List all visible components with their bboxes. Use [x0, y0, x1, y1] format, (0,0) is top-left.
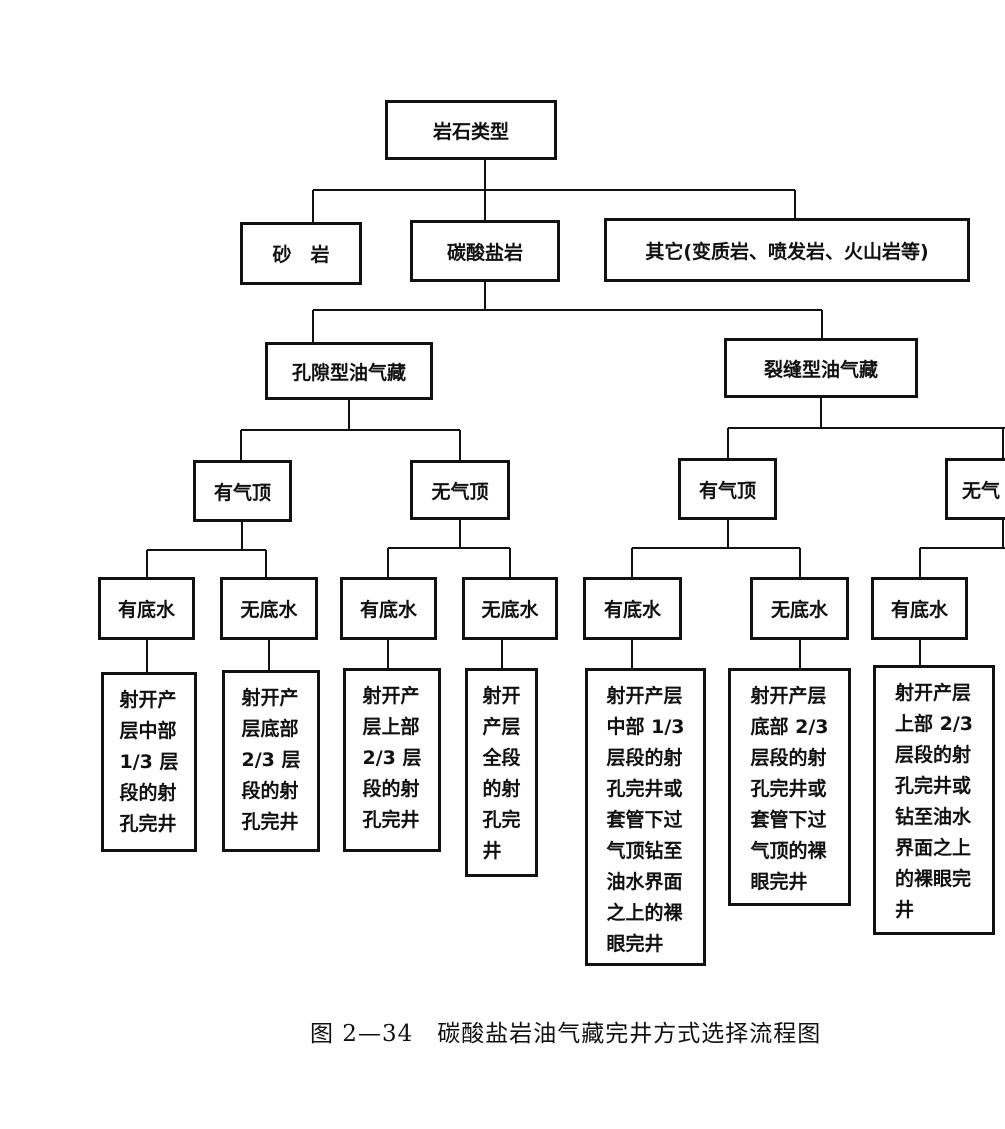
node-bottom-water: 有底水 [871, 577, 968, 640]
node-completion-method: 射开产 层中部 1/3 层 段的射 孔完井 [101, 672, 197, 852]
node-completion-method: 射开 产层 全段 的射 孔完 井 [465, 668, 538, 877]
node-no-bottom-water: 无底水 [220, 577, 318, 640]
node-carbonate: 碳酸盐岩 [410, 220, 560, 282]
node-other-rocks: 其它(变质岩、喷发岩、火山岩等) [604, 218, 970, 282]
node-gas-cap: 有气顶 [678, 458, 777, 520]
node-bottom-water: 有底水 [98, 577, 195, 640]
node-no-bottom-water: 无底水 [462, 577, 558, 640]
node-no-gas-cap: 无气顶 [410, 460, 510, 520]
node-bottom-water: 有底水 [340, 577, 437, 640]
node-completion-method: 射开产 层上部 2/3 层 段的射 孔完井 [343, 668, 441, 852]
node-porous-reservoir: 孔隙型油气藏 [265, 342, 433, 400]
node-completion-method: 射开产层 上部 2/3 层段的射 孔完井或 钻至油水 界面之上 的裸眼完 井 [873, 665, 995, 935]
node-fractured-reservoir: 裂缝型油气藏 [724, 338, 918, 398]
node-no-gas-cap: 无气 [945, 458, 1005, 520]
node-completion-method: 射开产 层底部 2/3 层 段的射 孔完井 [222, 670, 320, 852]
node-completion-method: 射开产层 中部 1/3 层段的射 孔完井或 套管下过 气顶钻至 油水界面 之上的… [585, 668, 706, 966]
node-gas-cap: 有气顶 [193, 460, 292, 522]
node-no-bottom-water: 无底水 [750, 577, 849, 640]
node-bottom-water: 有底水 [583, 577, 682, 640]
node-rock-type: 岩石类型 [385, 100, 557, 160]
node-sandstone: 砂 岩 [240, 222, 362, 285]
node-completion-method: 射开产层 底部 2/3 层段的射 孔完井或 套管下过 气顶的裸 眼完井 [728, 668, 851, 906]
figure-caption: 图 2—34 碳酸盐岩油气藏完井方式选择流程图 [310, 1021, 822, 1047]
